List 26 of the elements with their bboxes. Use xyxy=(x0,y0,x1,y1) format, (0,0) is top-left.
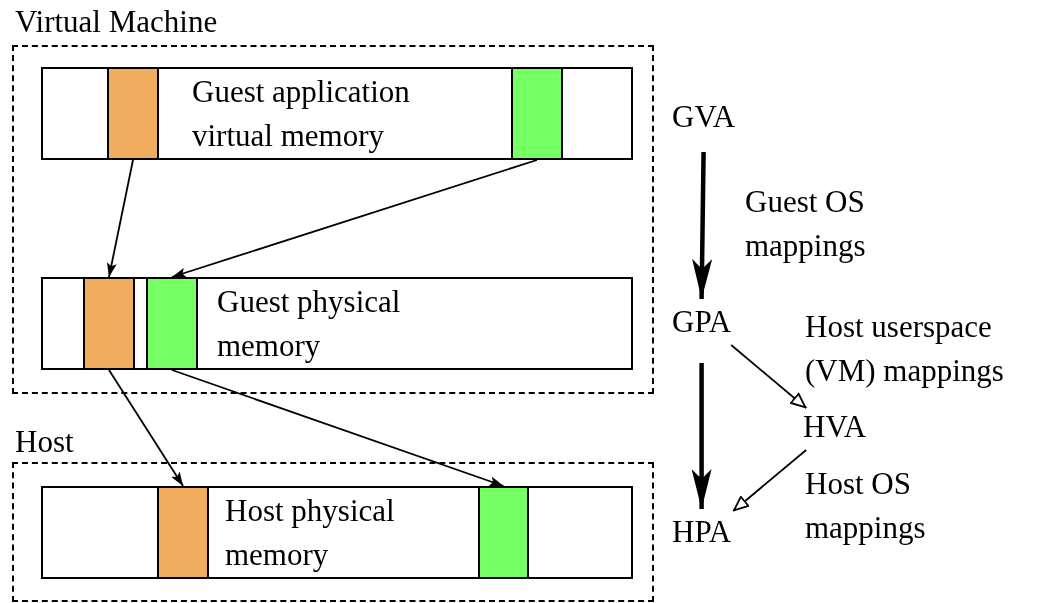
memory-label: Guest physical memory xyxy=(217,282,402,365)
memory-page-block xyxy=(478,486,529,579)
arrow xyxy=(171,369,505,487)
arrow xyxy=(171,159,538,278)
group-heading: Virtual Machine xyxy=(15,3,218,41)
memory-bar xyxy=(41,67,633,160)
memory-page-block xyxy=(107,67,159,160)
arrow xyxy=(106,159,134,278)
memory-label: Guest application virtual memory xyxy=(192,72,411,155)
memory-label: Host physical memory xyxy=(225,491,396,574)
arrow xyxy=(732,449,808,512)
address-label: GPA xyxy=(672,303,732,341)
memory-page-block xyxy=(511,67,563,160)
arrow xyxy=(692,151,713,300)
memory-page-block xyxy=(157,486,209,579)
address-label: GVA xyxy=(672,98,736,136)
address-label: HPA xyxy=(672,513,732,551)
memory-bar xyxy=(41,486,633,579)
memory-page-block xyxy=(146,277,198,370)
address-label: HVA xyxy=(803,408,867,446)
memory-page-block xyxy=(83,277,135,370)
arrow xyxy=(691,363,712,509)
memory-bar xyxy=(41,277,633,370)
group-heading: Host xyxy=(15,423,74,461)
arrow xyxy=(108,369,184,487)
arrow xyxy=(730,344,808,409)
